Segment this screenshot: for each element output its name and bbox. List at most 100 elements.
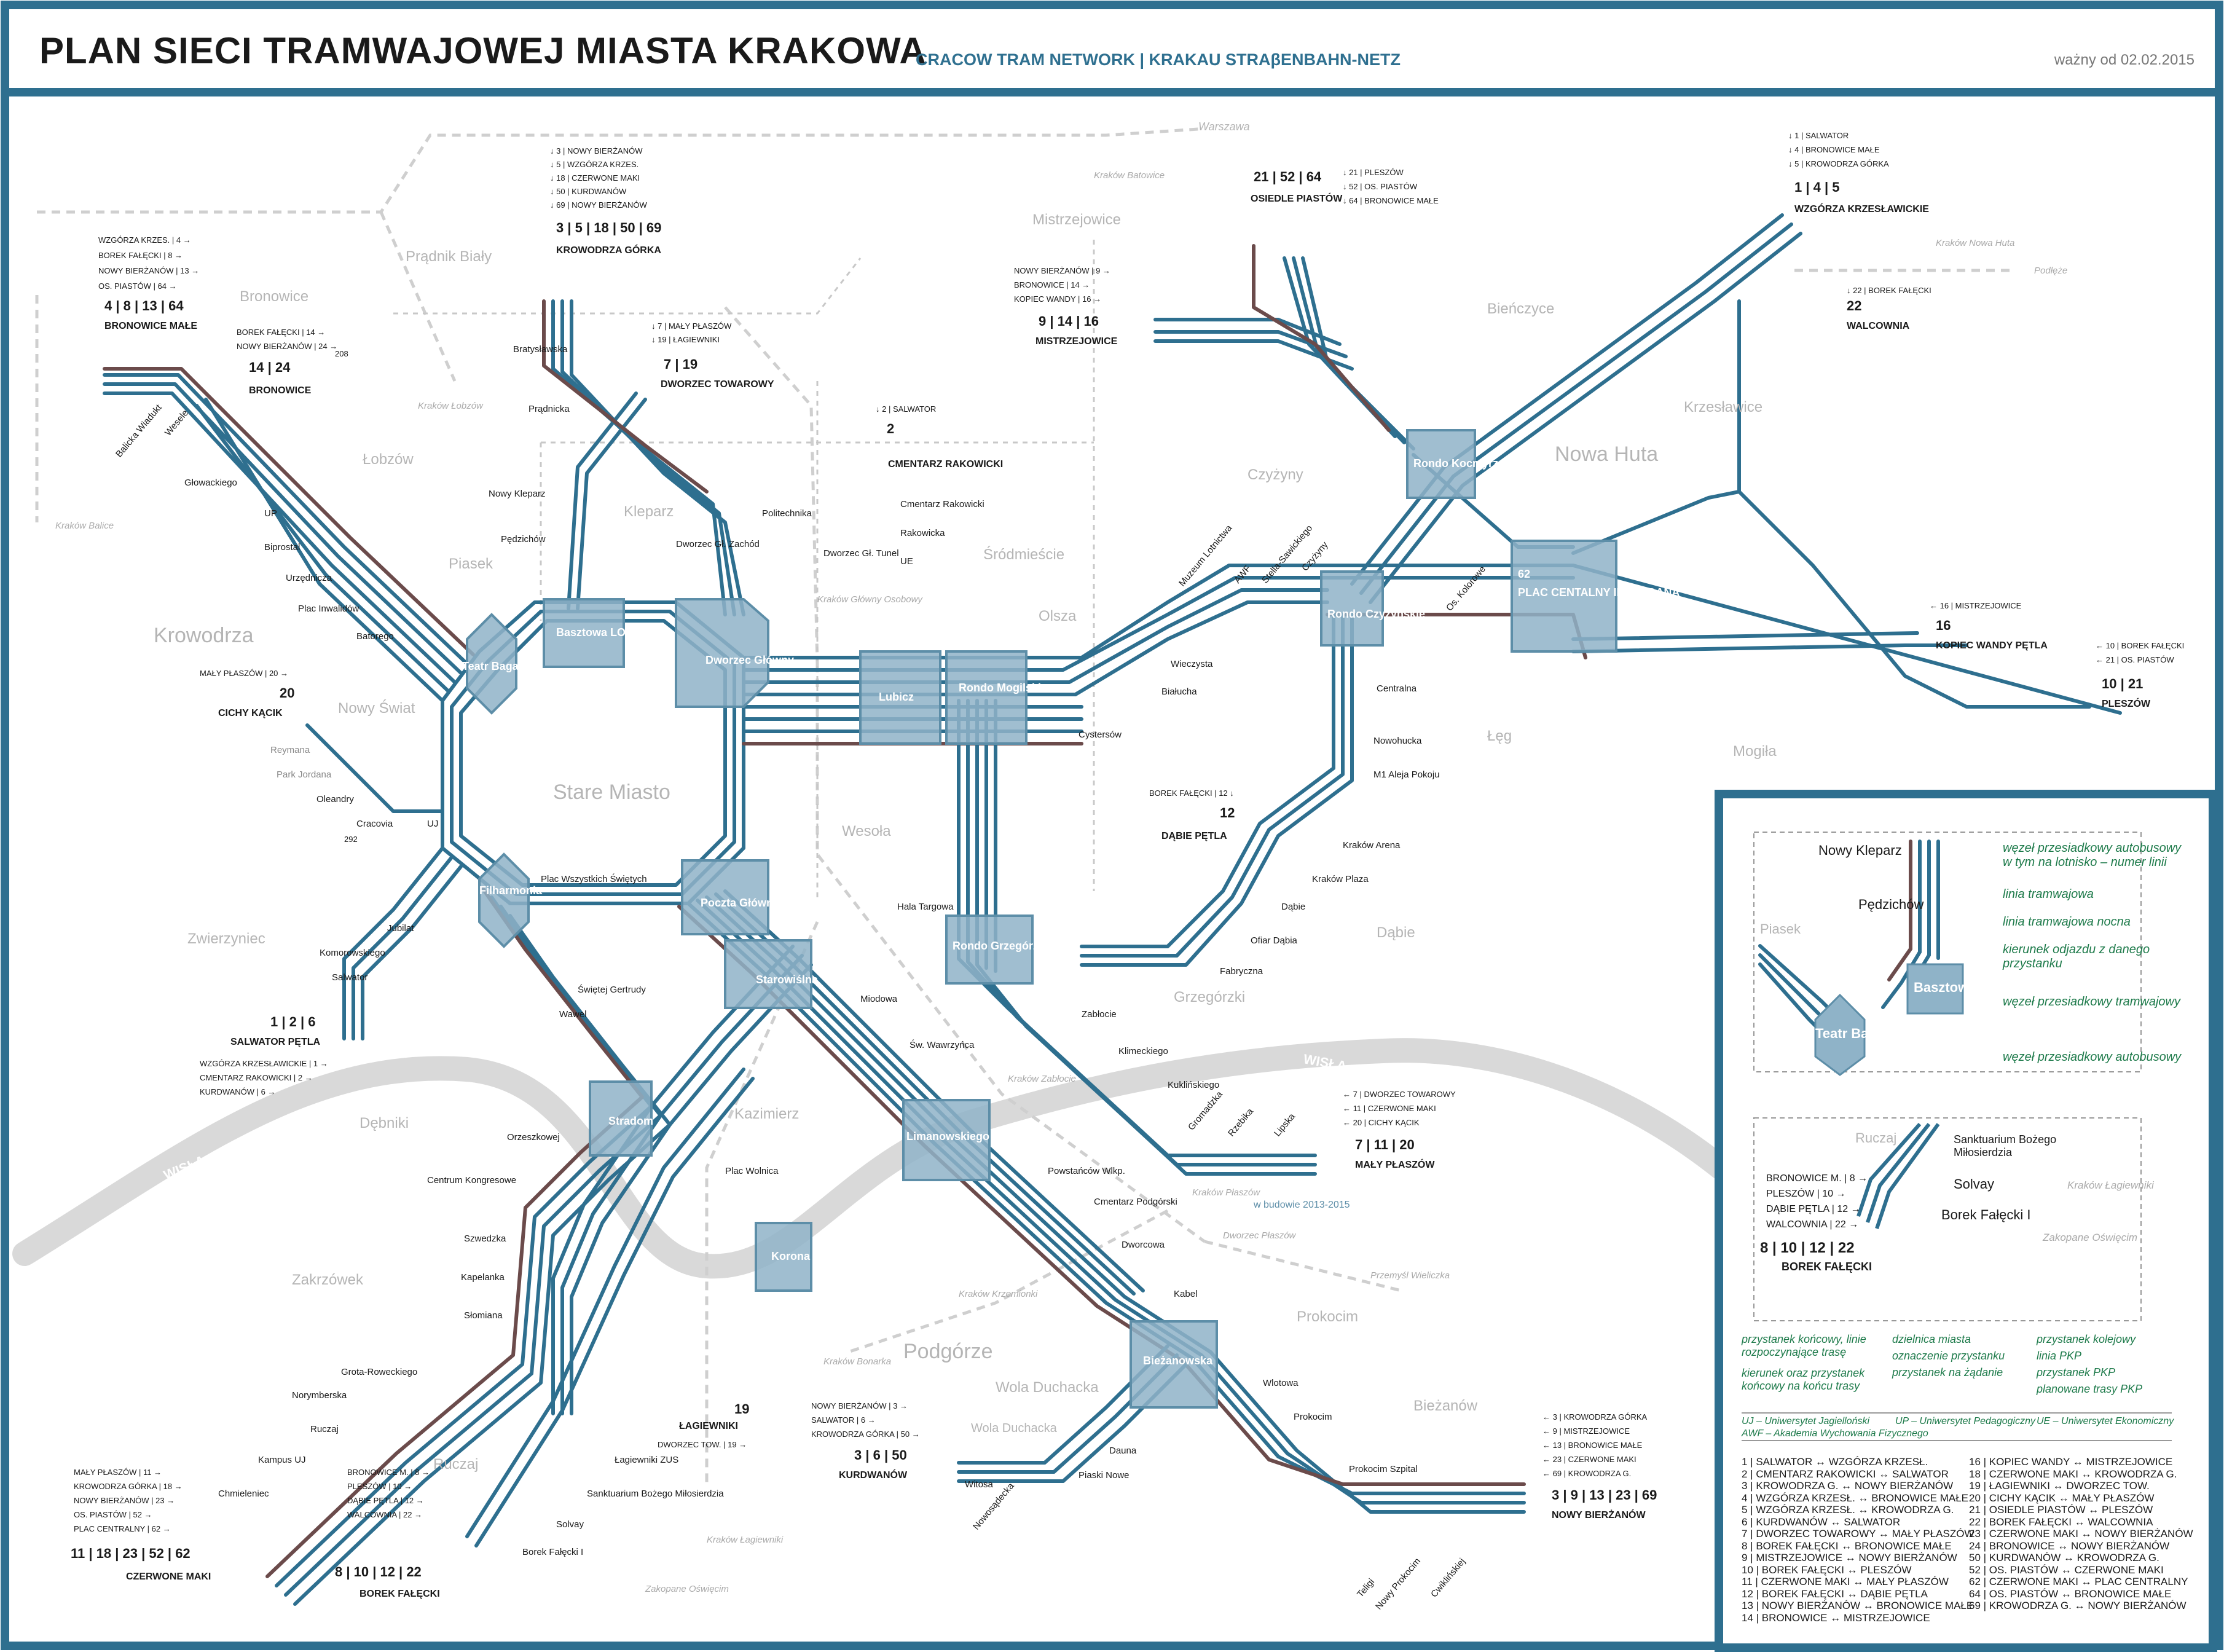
hub-label: Rondo Grzegórzeckie: [953, 940, 1066, 952]
stop-label: Nowohucka: [1373, 736, 1422, 746]
stop-label: Dauna: [1109, 1446, 1137, 1456]
rail-station: Kraków Łobzów: [418, 401, 484, 411]
stop-label: Kapelanka: [461, 1272, 505, 1283]
rail-station: Zakopane Oświęcim: [645, 1584, 729, 1594]
district-label: Śródmieście: [983, 546, 1064, 563]
stop-label: Cystersów: [1079, 730, 1122, 740]
stop-label: Politechnika: [762, 508, 812, 519]
stop-label: Powstańców Wlkp.: [1048, 1166, 1125, 1176]
terminal-dir: ← 7 | DWORZEC TOWAROWY: [1343, 1090, 1456, 1099]
legend-item: linia tramwajowa: [2003, 887, 2094, 901]
legend-abbrev: UE – Uniwersytet Ekonomiczny: [2037, 1416, 2174, 1426]
hub-labels: Teatr Bagatela Basztowa LOT Dworzec Głów…: [462, 457, 1680, 1367]
district-label: Dąbie: [1377, 924, 1415, 941]
district-label: Kazimierz: [734, 1106, 799, 1122]
legend-dir: BRONOWICE M. | 8 →: [1766, 1173, 1868, 1184]
rail-station: Przemyśl Wieliczka: [1370, 1270, 1450, 1281]
hub-label: 62: [1518, 568, 1530, 580]
legend-line-entry: 12 | BOREK FAŁĘCKI ↔ DĄBIE PĘTLA: [1742, 1587, 1928, 1600]
district-label: Krzesławice: [1684, 399, 1762, 415]
hub-label: PLAC CENTALNY IM. REGANA: [1518, 586, 1680, 599]
stop-label: Dąbie: [1281, 902, 1305, 912]
terminal-kopiec-wandy: 16 KOPIEC WANDY PĘTLA ← 16 | MISTRZEJOWI…: [1930, 601, 2048, 651]
terminal-lagiewniki: 19 ŁAGIEWNIKI DWORZEC TOW. | 19 →: [658, 1401, 749, 1449]
terminal-name: WALCOWNIA: [1847, 321, 1910, 331]
stop-label: Salwator: [332, 972, 367, 983]
legend-dir: DĄBIE PĘTLA | 12 →: [1766, 1204, 1861, 1214]
terminal-dir: ↓ 5 | KROWODRZA GÓRKA: [1788, 159, 1889, 168]
rail-station: Kraków Balice: [55, 521, 114, 531]
terminal-name: PLESZÓW: [2102, 698, 2151, 709]
stop-label: Cmentarz Podgórski: [1094, 1197, 1177, 1207]
bus-number: 292: [344, 835, 358, 844]
legend-line-entry: 62 | CZERWONE MAKI ↔ PLAC CENTRALNY: [1969, 1576, 2188, 1587]
district-label: Nowy Świat: [338, 699, 415, 717]
stop-label: Plac Wolnica: [725, 1166, 779, 1176]
terminal-dir: BRONOWICE | 14 →: [1014, 280, 1090, 289]
district-label: Warszawa: [1198, 120, 1250, 133]
stop-label: Batorego: [356, 631, 394, 642]
legend-graphics: [1742, 832, 2172, 1441]
terminal-dir: NOWY BIERŻANÓW | 23 →: [74, 1496, 175, 1505]
stop-label: Cmentarz Rakowicki: [900, 499, 984, 509]
legend-line-entry: 1 | SALWATOR ↔ WZGÓRZA KRZESŁ.: [1742, 1456, 1928, 1468]
terminal-dir: ← 3 | KROWODRZA GÓRKA: [1542, 1412, 1648, 1422]
legend-line-entry: 20 | CICHY KĄCIK ↔ MAŁY PŁASZÓW: [1969, 1492, 2155, 1504]
stop-label: Centralna: [1377, 683, 1417, 694]
terminal-nowy-bierzanow: 3 | 9 | 13 | 23 | 69 NOWY BIERŻANÓW ← 3 …: [1542, 1412, 1657, 1520]
stop-label: Prokocim Szpital: [1349, 1464, 1418, 1474]
terminal-name: NOWY BIERŻANÓW: [1552, 1509, 1646, 1520]
legend-line-entry: 6 | KURDWANÓW ↔ SALWATOR: [1742, 1516, 1901, 1528]
terminal-dir: MAŁY PŁASZÓW | 11 →: [74, 1468, 162, 1477]
terminal-dir: ← 10 | BOREK FAŁĘCKI: [2096, 641, 2184, 650]
terminal-lines: 1 | 4 | 5: [1794, 179, 1839, 195]
district-label: Prądnik Biały: [406, 248, 492, 265]
stop-label: Grota-Roweckiego: [341, 1367, 417, 1377]
legend-line-entry: 52 | OS. PIASTÓW ↔ CZERWONE MAKI: [1969, 1564, 2164, 1576]
terminal-dir: ↓ 2 | SALWATOR: [876, 404, 936, 414]
terminal-lines: 12: [1220, 805, 1235, 820]
construction-note: w budowie 2013-2015: [1253, 1200, 1350, 1210]
legend-line-entry: 3 | KROWODRZA G. ↔ NOWY BIERŻANÓW: [1742, 1480, 1954, 1492]
legend-item: linia PKP: [2037, 1350, 2082, 1362]
rail-station: Kraków Nowa Huta: [1936, 238, 2014, 248]
stop-label: Głowackiego: [184, 478, 237, 488]
terminal-cichy-kacik: 20 CICHY KĄCIK MAŁY PŁASZÓW | 20 →: [200, 669, 294, 718]
legend-abbrev: UJ – Uniwersytet Jagielloński: [1742, 1416, 1870, 1426]
terminal-dir: PLESZÓW | 10 →: [347, 1482, 412, 1491]
terminal-lines: 3 | 9 | 13 | 23 | 69: [1552, 1487, 1657, 1503]
stop-label: Św. Wawrzyńca: [910, 1039, 975, 1050]
stop-label: Ofiar Dąbia: [1251, 935, 1298, 946]
stop-label: Solvay: [556, 1519, 584, 1530]
stop-label: Prokocim: [1294, 1412, 1332, 1422]
legend-item: linia tramwajowa nocna: [2003, 915, 2131, 929]
stop-label: Rakowicka: [900, 528, 945, 538]
district-label: Prokocim: [1297, 1308, 1358, 1325]
stop-label: Chmieleniec: [218, 1489, 269, 1499]
district-label: Ruczaj: [433, 1456, 478, 1473]
legend-item: przystanek na żądanie: [1892, 1366, 2003, 1379]
terminal-dir: ↓ 1 | SALWATOR: [1788, 131, 1849, 140]
terminal-lines: 4 | 8 | 13 | 64: [104, 298, 184, 313]
stop-label: Szwedzka: [464, 1233, 506, 1244]
terminal-osiedle-piastow: 21 | 52 | 64 OSIEDLE PIASTÓW ↓ 21 | PLES…: [1251, 168, 1439, 205]
terminal-dir: WZGÓRZA KRZESŁAWICKIE | 1 →: [200, 1059, 328, 1068]
terminal-dir: ↓ 7 | MAŁY PŁASZÓW: [651, 321, 732, 331]
district-label: Łęg: [1487, 728, 1512, 744]
rail-station: Kraków Krzemionki: [959, 1289, 1038, 1299]
district-label: Olsza: [1039, 608, 1077, 624]
stop-label: Dworcowa: [1122, 1240, 1165, 1250]
terminal-dir: ↓ 21 | PLESZÓW: [1343, 168, 1404, 177]
legend-item: przystanek końcowy, linie rozpoczynające…: [1742, 1333, 1866, 1358]
stop-label: Nowy Prokocim: [1373, 1556, 1423, 1612]
terminal-lines: 3 | 5 | 18 | 50 | 69: [556, 220, 661, 235]
stop-label: Norymberska: [292, 1390, 347, 1401]
terminal-name: KROWODRZA GÓRKA: [556, 244, 661, 256]
legend-stop-name: Nowy Kleparz: [1818, 843, 1902, 858]
legend-example-frame-2: [1753, 1117, 2142, 1321]
stop-label: Plac Wszystkich Świętych: [541, 873, 647, 884]
stop-label: Cwiklińskiej: [1429, 1556, 1468, 1599]
legend-line-entry: 69 | KROWODRZA G. ↔ NOWY BIERŻANÓW: [1969, 1600, 2187, 1611]
